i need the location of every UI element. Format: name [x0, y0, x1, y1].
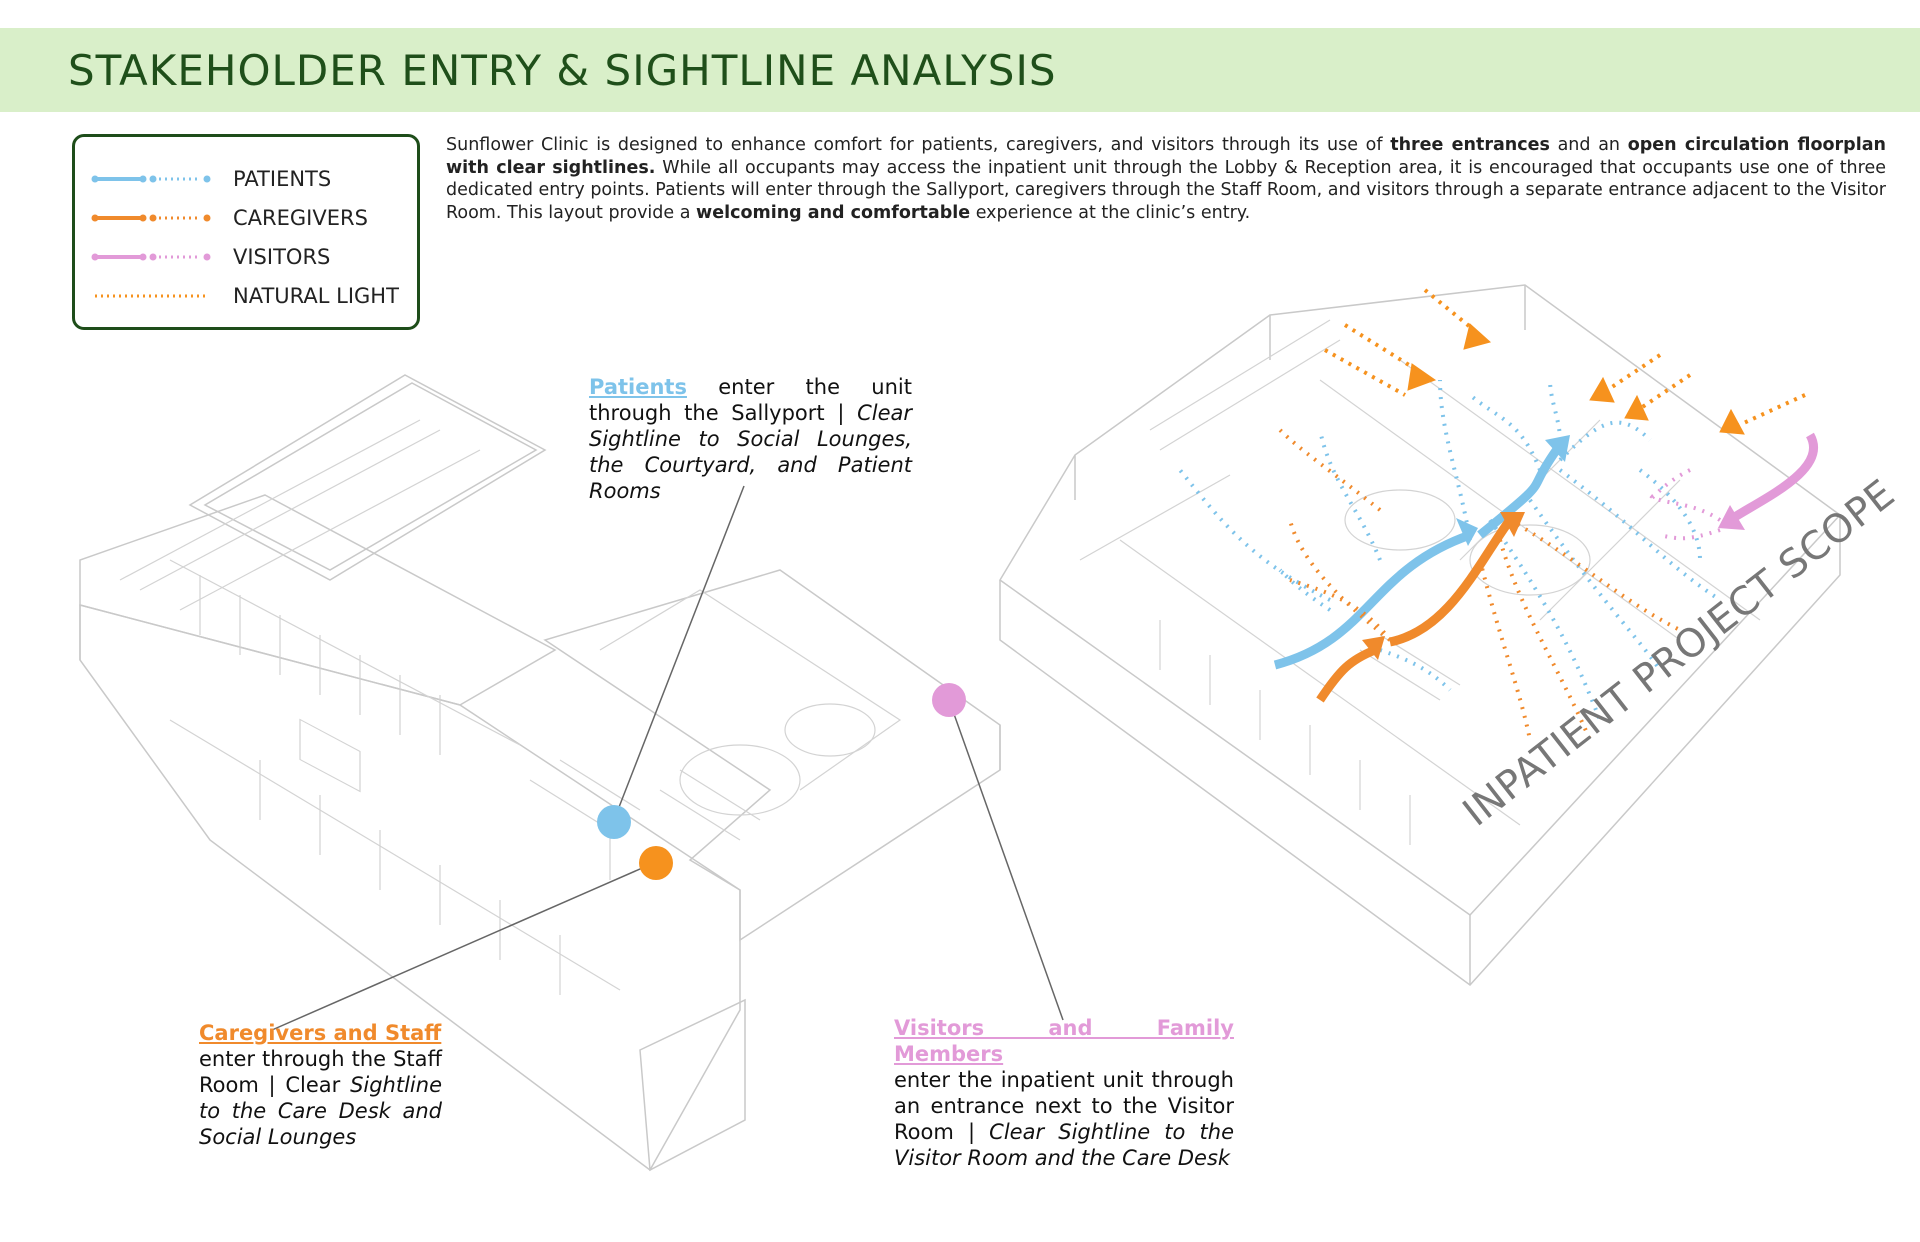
intro-bold: welcoming and comfortable: [696, 202, 971, 223]
intro-paragraph: Sunflower Clinic is designed to enhance …: [446, 134, 1886, 224]
intro-text: While all occupants may access the inpat…: [446, 157, 1886, 223]
patients-line-icon: [91, 175, 211, 183]
intro-text: Sunflower Clinic is designed to enhance …: [446, 135, 1391, 155]
intro-bold: three entrances: [1390, 135, 1550, 155]
intro-text: and an: [1549, 135, 1628, 155]
natural-light-line-icon: [95, 294, 207, 298]
right-building-axonometric: [999, 284, 1842, 987]
intro-bold: open circulation floorplan with clear si…: [446, 135, 1886, 178]
legend-label: CAREGIVERS: [233, 206, 368, 230]
callout-text: enter through the Staff Room | Clear: [199, 1047, 442, 1097]
page-title: STAKEHOLDER ENTRY & SIGHTLINE ANALYSIS: [68, 46, 1057, 95]
patients-entry-marker: [597, 805, 631, 839]
callout-patients: Patients enter the unit through the Sall…: [589, 374, 912, 504]
visitors-entry-marker: [932, 683, 966, 717]
left-building-axonometric: [79, 374, 1001, 1172]
caregivers-entry-marker: [639, 846, 673, 880]
callout-text: enter the unit through the Sallyport |: [589, 375, 912, 425]
natural-light-arrows: [1324, 288, 1806, 435]
callout-italic: Clear Sightline to Social Lounges, the C…: [589, 401, 912, 503]
callout-heading: Patients: [589, 375, 687, 399]
legend-label: PATIENTS: [233, 167, 332, 191]
legend-box: PATIENTS CAREGIVERS VISITORS NATURAL LIG…: [72, 134, 420, 330]
legend-item-natural-light: NATURAL LIGHT: [91, 280, 411, 310]
legend-item-caregivers: CAREGIVERS: [91, 202, 411, 232]
leader-lines: [271, 485, 1064, 1031]
legend-label: VISITORS: [233, 245, 331, 269]
title-band: STAKEHOLDER ENTRY & SIGHTLINE ANALYSIS: [0, 28, 1920, 112]
visitors-line-icon: [91, 253, 211, 261]
caregivers-flow: [1278, 428, 1681, 741]
legend-item-visitors: VISITORS: [91, 241, 411, 271]
visitors-flow: [1648, 432, 1818, 541]
intro-text: experience at the clinic’s entry.: [970, 202, 1251, 223]
callout-italic: Clear Sightline to the Visitor Room and …: [894, 1120, 1234, 1170]
legend-label: NATURAL LIGHT: [233, 284, 399, 308]
callout-heading: Caregivers and Staff: [199, 1021, 442, 1045]
callout-visitors: Visitors and Family Members enter the in…: [894, 1015, 1234, 1171]
callout-heading: Visitors and Family Members: [894, 1016, 1234, 1066]
callout-italic: Sightline to the Care Desk and Social Lo…: [199, 1073, 442, 1149]
callout-text: enter the inpatient unit through an entr…: [894, 1068, 1234, 1144]
caregivers-line-icon: [91, 214, 211, 222]
callout-caregivers: Caregivers and Staff enter through the S…: [199, 1020, 442, 1150]
legend-item-patients: PATIENTS: [91, 163, 411, 193]
